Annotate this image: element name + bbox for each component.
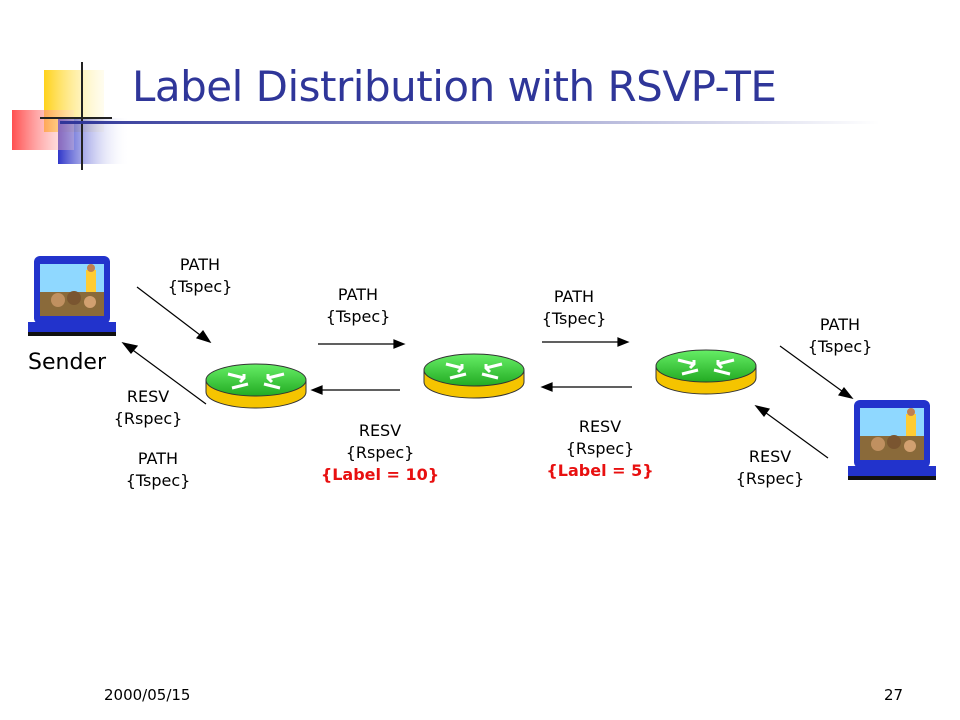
path-label-4: PATH {Tspec} bbox=[808, 314, 873, 358]
sender-computer-icon bbox=[28, 256, 116, 336]
resv-label-3-line-1: RESV bbox=[578, 417, 622, 436]
label-value-10: {Label = 10} bbox=[320, 465, 440, 484]
path-arrow bbox=[318, 339, 406, 349]
path-label-1b-line-1: PATH bbox=[137, 449, 179, 468]
router-icon bbox=[655, 349, 757, 395]
path-label-3-line-2: {Tspec} bbox=[541, 309, 607, 328]
router-icon bbox=[205, 363, 307, 409]
resv-label-1-line-1: RESV bbox=[126, 387, 170, 406]
resv-label-4-line-2: {Rspec} bbox=[735, 469, 805, 488]
resv-arrow bbox=[310, 385, 400, 395]
label-value-5: {Label = 5} bbox=[546, 461, 654, 480]
slide-title: Label Distribution with RSVP-TE bbox=[132, 62, 777, 111]
resv-label-2-line-1: RESV bbox=[358, 421, 402, 440]
resv-label-3-line-2: {Rspec} bbox=[565, 439, 635, 458]
title-underline bbox=[60, 121, 880, 124]
resv-arrow bbox=[121, 342, 207, 405]
path-label-4-line-1: PATH bbox=[819, 315, 861, 334]
resv-label-3: RESV {Rspec} {Label = 5} bbox=[546, 416, 653, 482]
resv-arrow bbox=[540, 382, 632, 392]
path-arrow bbox=[542, 337, 630, 347]
path-label-1-line-1: PATH bbox=[179, 255, 221, 274]
resv-label-4: RESV {Rspec} bbox=[736, 446, 805, 490]
router-icon bbox=[423, 353, 525, 399]
page-number: 27 bbox=[884, 686, 904, 704]
path-label-2-line-2: {Tspec} bbox=[325, 307, 391, 326]
path-arrow bbox=[136, 286, 212, 344]
path-arrow bbox=[779, 345, 854, 399]
resv-label-1: RESV {Rspec} bbox=[114, 386, 183, 430]
resv-arrow bbox=[754, 405, 829, 459]
resv-label-2-line-2: {Rspec} bbox=[345, 443, 415, 462]
path-label-3: PATH {Tspec} bbox=[542, 286, 607, 330]
footer-date: 2000/05/15 bbox=[104, 686, 191, 704]
path-label-1-line-2: {Tspec} bbox=[167, 277, 233, 296]
corner-logo-icon bbox=[12, 62, 130, 170]
sender-label: Sender bbox=[28, 350, 106, 375]
path-label-3-line-1: PATH bbox=[553, 287, 595, 306]
path-label-2: PATH {Tspec} bbox=[326, 284, 391, 328]
path-label-1b-line-2: {Tspec} bbox=[125, 471, 191, 490]
resv-label-2: RESV {Rspec} {Label = 10} bbox=[321, 420, 439, 486]
path-label-1b: PATH {Tspec} bbox=[126, 448, 191, 492]
resv-label-4-line-1: RESV bbox=[748, 447, 792, 466]
path-label-2-line-1: PATH bbox=[337, 285, 379, 304]
receiver-computer-icon bbox=[848, 400, 936, 480]
path-label-4-line-2: {Tspec} bbox=[807, 337, 873, 356]
resv-label-1-line-2: {Rspec} bbox=[113, 409, 183, 428]
path-label-1: PATH {Tspec} bbox=[168, 254, 233, 298]
